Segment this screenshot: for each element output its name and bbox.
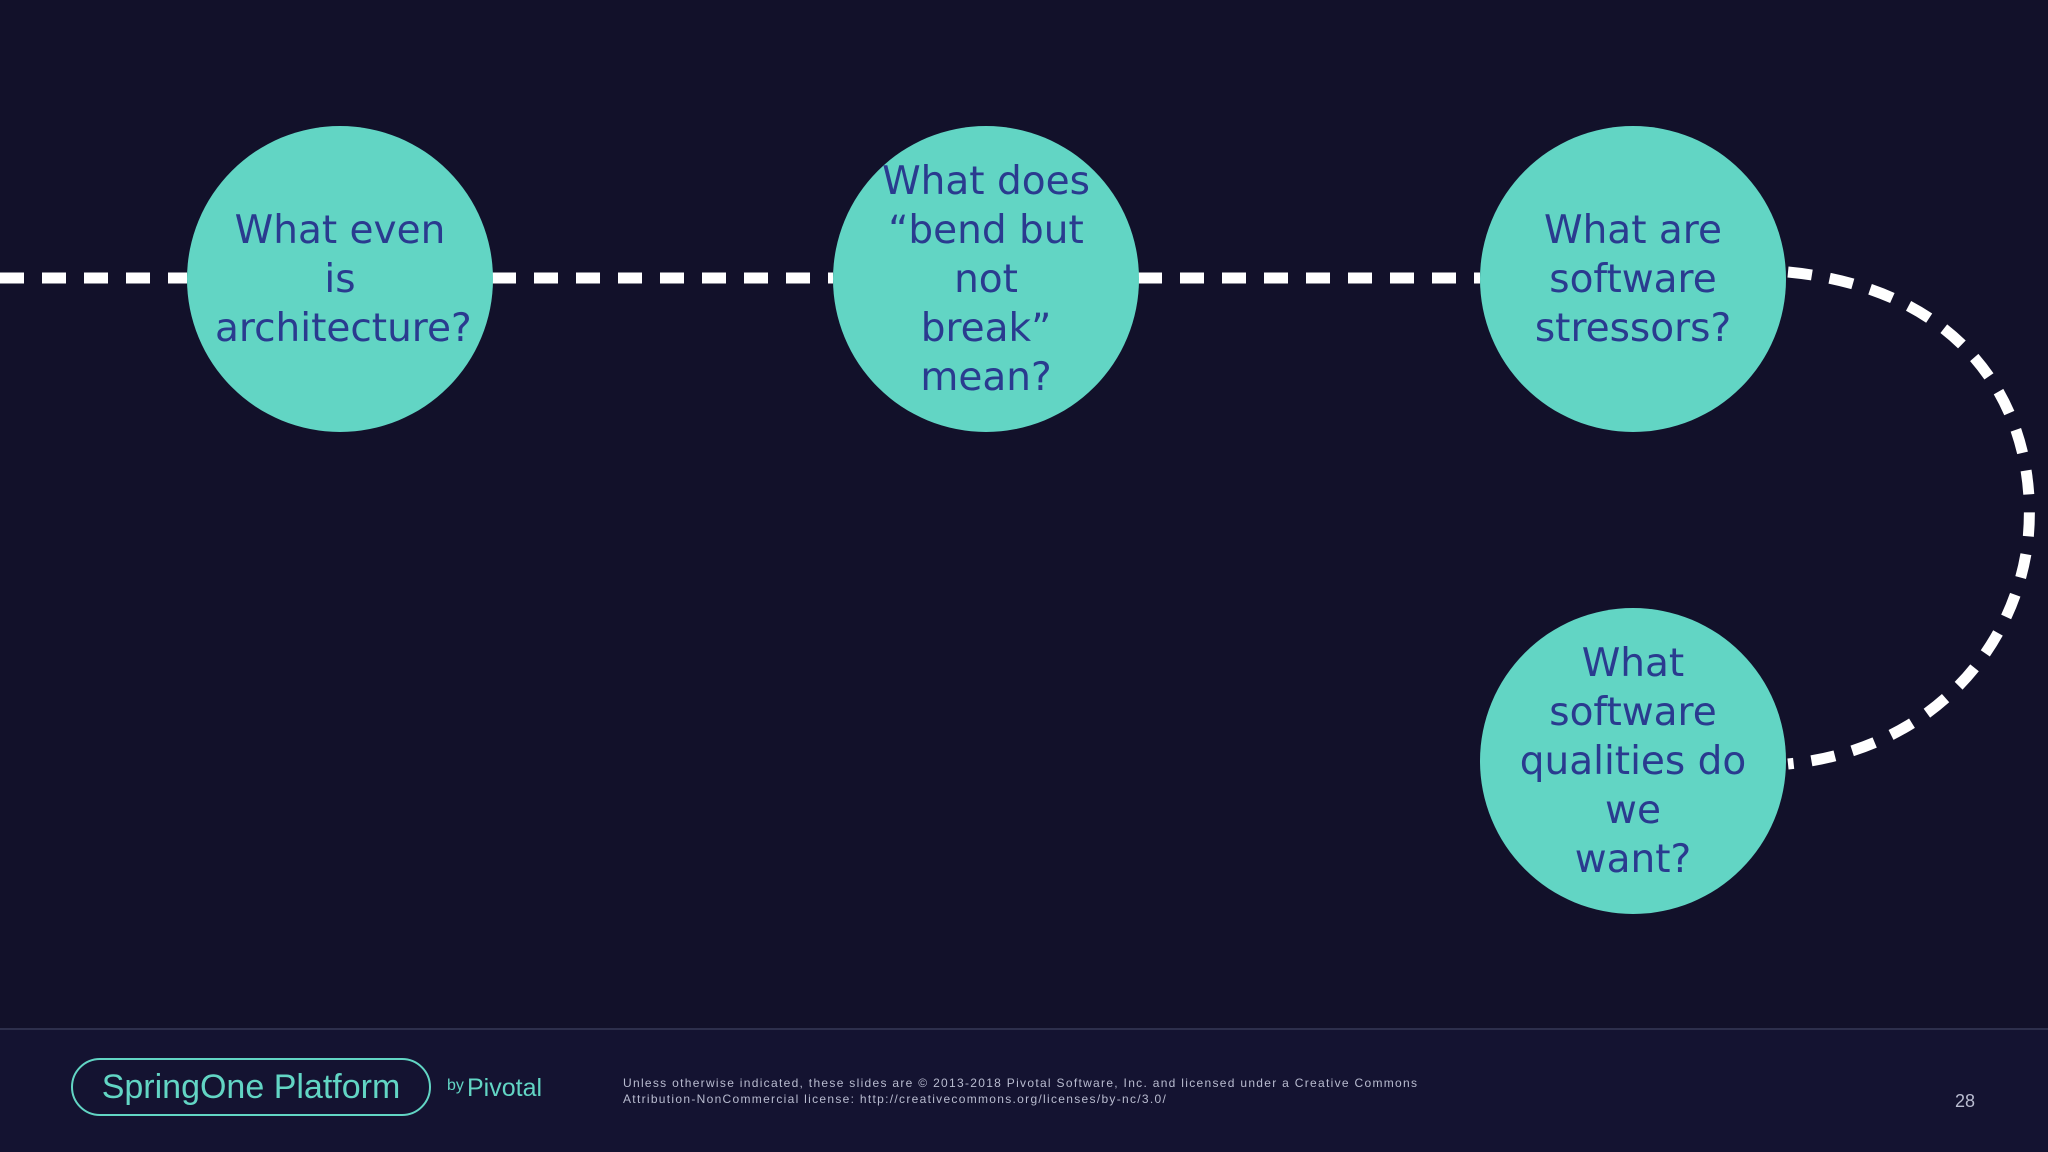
connector-curve: [1787, 266, 2035, 770]
question-node-bend-not-break: What does “bend but not break” mean?: [833, 126, 1139, 432]
pivotal-logo: Pivotal: [467, 1074, 543, 1102]
node-label: What does “bend but not break” mean?: [882, 158, 1090, 400]
license-notice: Unless otherwise indicated, these slides…: [623, 1075, 1523, 1107]
page-number: 28: [1954, 1091, 1976, 1111]
footer-bar: [0, 1030, 2048, 1152]
footer-divider: [0, 1028, 2048, 1030]
node-label: What software qualities do we want?: [1519, 640, 1747, 882]
question-node-architecture: What even is architecture?: [187, 126, 493, 432]
node-label: What even is architecture?: [215, 207, 472, 351]
license-line-2: Attribution-NonCommercial license: http:…: [623, 1092, 1168, 1106]
springone-logo: SpringOne Platform: [71, 1058, 431, 1116]
node-label: What are software stressors?: [1534, 207, 1732, 351]
brand-by-text: by: [447, 1077, 464, 1094]
brand-name: SpringOne Platform: [101, 1068, 401, 1106]
question-node-stressors: What are software stressors?: [1480, 126, 1786, 432]
license-line-1: Unless otherwise indicated, these slides…: [623, 1076, 1419, 1090]
question-node-qualities: What software qualities do we want?: [1480, 608, 1786, 914]
